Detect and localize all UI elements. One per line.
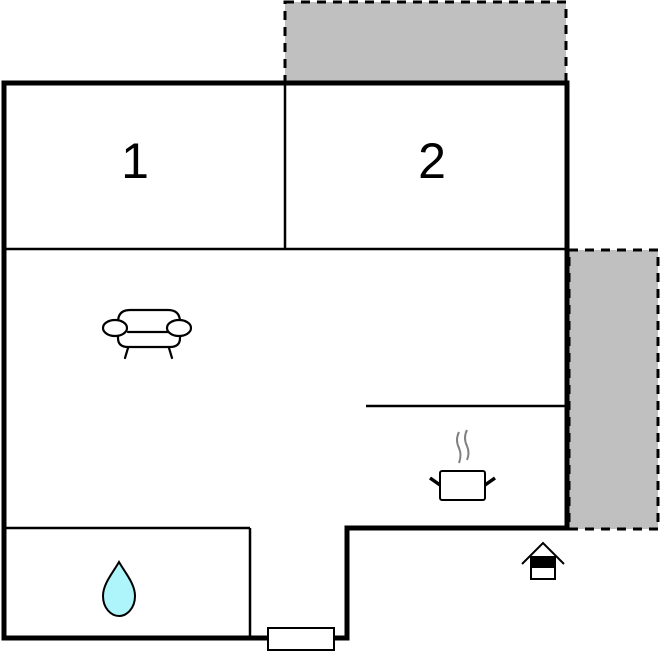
room-1: 1 — [121, 133, 149, 189]
water-drop-icon — [101, 560, 137, 618]
terrace-right — [567, 248, 660, 531]
sofa-icon — [101, 308, 193, 360]
outer-wall — [1, 80, 570, 641]
room-label-2: 2 — [418, 133, 446, 189]
room-label-1: 1 — [121, 133, 149, 189]
terrace-top — [283, 0, 568, 84]
room-2: 2 — [418, 133, 446, 189]
entrance-house-icon — [521, 541, 565, 580]
door-step — [267, 627, 335, 651]
cooking-pot-icon — [428, 429, 497, 501]
